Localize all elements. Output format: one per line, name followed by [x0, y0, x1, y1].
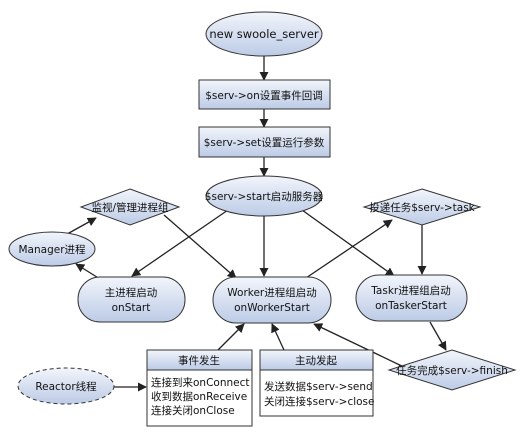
node-tasker-start: Taskr进程组启动 onTaskerStart	[355, 274, 468, 322]
node-tasker-line2: onTaskerStart	[375, 300, 447, 312]
edge-master-to-manager	[75, 263, 101, 280]
node-tasker-line1: Taskr进程组启动	[370, 284, 450, 297]
node-set-callbacks: $serv->on设置事件回调	[198, 79, 331, 110]
node-task-finish: 任务完成$serv->finish	[387, 349, 517, 391]
node-set-callbacks-label: $serv->on设置事件回调	[205, 89, 323, 102]
node-set-params: $serv->set设置运行参数	[198, 126, 331, 158]
node-worker-start: Worker进程组启动 onWorkerStart	[212, 276, 332, 324]
node-events-line2: 收到数据onReceive	[151, 390, 247, 403]
node-events-title: 事件发生	[178, 354, 220, 367]
edge-start-to-master	[131, 209, 229, 277]
node-set-params-label: $serv->set设置运行参数	[204, 136, 325, 149]
node-task-finish-label: 任务完成$serv->finish	[396, 364, 508, 377]
node-events-box: 事件发生 连接到来onConnect 收到数据onReceive 连接关闭onC…	[146, 349, 253, 427]
edges	[59, 56, 447, 392]
node-active-title: 主动发起	[295, 354, 337, 367]
node-start-label: $serv->start启动服务器	[205, 190, 324, 203]
node-master-line1: 主进程启动	[105, 286, 158, 299]
node-active-box: 主动发起 发送数据$serv->send 关闭连接$serv->close	[259, 349, 375, 417]
node-reactor: Reactor线程	[17, 367, 115, 405]
node-manager: Manager进程	[8, 231, 96, 267]
node-master-line2: onStart	[112, 302, 151, 314]
node-monitor-label: 监视/管理进程组	[91, 201, 169, 214]
edge-worker-to-deliver	[299, 219, 393, 283]
node-monitor: 监视/管理进程组	[79, 188, 181, 226]
node-reactor-label: Reactor线程	[35, 380, 97, 393]
node-events-line3: 连接关闭onClose	[151, 404, 235, 417]
edge-tasker-to-finish	[429, 321, 447, 351]
edge-active-to-worker	[271, 323, 285, 351]
edge-finish-to-worker	[313, 323, 407, 369]
node-worker-line1: Worker进程组启动	[227, 286, 317, 299]
node-active-line2: 关闭连接$serv->close	[264, 395, 375, 408]
edge-events-to-worker	[217, 323, 245, 351]
node-manager-label: Manager进程	[18, 244, 86, 256]
node-active-line1: 发送数据$serv->send	[264, 380, 373, 393]
node-new-server-label: new swoole_server	[209, 27, 319, 41]
node-master-start: 主进程启动 onStart	[77, 276, 186, 323]
node-events-line1: 连接到来onConnect	[151, 376, 250, 389]
node-deliver-task: 投递任务$serv->task	[362, 188, 482, 226]
node-worker-line2: onWorkerStart	[234, 302, 310, 314]
edge-monitor-to-worker	[163, 214, 237, 279]
edge-start-to-tasker	[301, 209, 395, 277]
node-deliver-task-label: 投递任务$serv->task	[369, 201, 475, 214]
node-start: $serv->start启动服务器	[205, 175, 324, 217]
node-new-server: new swoole_server	[205, 11, 323, 57]
